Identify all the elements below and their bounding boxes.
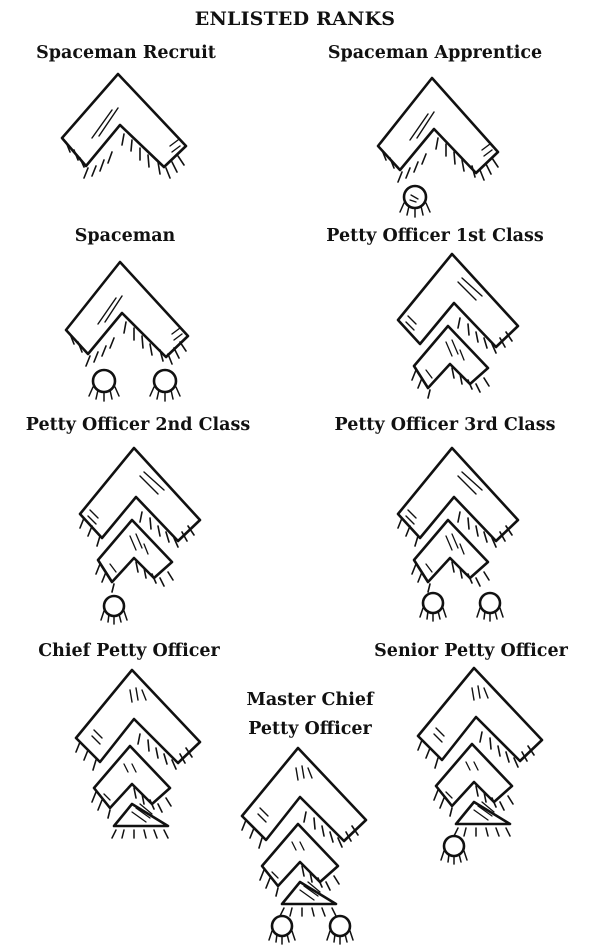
chevron-icon xyxy=(112,804,168,838)
chevron-icon xyxy=(454,802,510,836)
chevron-icon xyxy=(280,882,336,916)
chevron-icon xyxy=(378,78,498,182)
insignia-senior-petty-officer xyxy=(418,668,542,864)
pip-icon xyxy=(477,593,503,621)
chevron-icon xyxy=(62,74,186,178)
insignia-master-chief-petty-officer xyxy=(242,748,366,944)
pip-icon xyxy=(150,370,180,401)
insignia-petty-officer-2nd-class xyxy=(80,448,200,624)
pip-icon xyxy=(441,836,467,864)
chevron-icon xyxy=(66,262,188,366)
insignia-spaceman xyxy=(66,262,188,401)
insignia-petty-officer-3rd-class xyxy=(398,448,518,621)
insignia-petty-officer-1st-class xyxy=(398,254,518,398)
pip-icon xyxy=(327,916,353,944)
pip-icon xyxy=(420,593,446,621)
insignia-spaceman-recruit xyxy=(62,74,186,178)
insignia-chief-petty-officer xyxy=(76,670,200,838)
pip-icon xyxy=(400,186,430,217)
pip-icon xyxy=(89,370,119,401)
pip-icon xyxy=(269,916,295,944)
insignia-spaceman-apprentice xyxy=(378,78,498,217)
pip-icon xyxy=(101,596,127,624)
